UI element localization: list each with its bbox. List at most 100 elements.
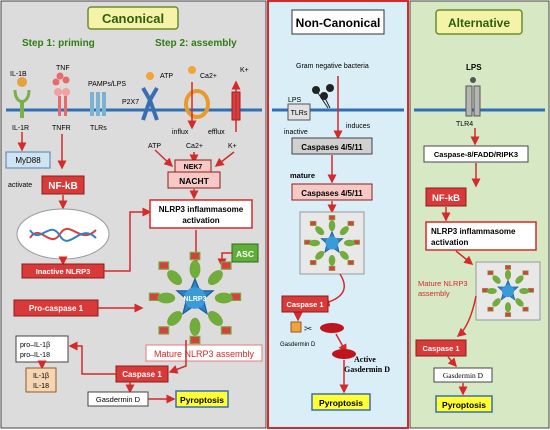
- myd88-box: [5, 151, 51, 169]
- nacht-label: NACHT: [179, 176, 210, 186]
- il1r-label: IL-1R: [12, 125, 29, 132]
- tnf-label: TNF: [56, 65, 70, 72]
- tnfr-receptor: [52, 72, 70, 116]
- noncanonical-title-box: [291, 9, 385, 35]
- pro-il-1b: pro–IL-1β: [20, 342, 50, 349]
- caspases-inactive-label: Caspases 4/5/11: [301, 143, 363, 152]
- ca-top-label: Ca2+: [200, 73, 217, 80]
- nlrp3-activation-box: [149, 199, 253, 229]
- pyroptosis-label: Pyroptosis: [180, 395, 224, 405]
- nacht-box: [167, 171, 221, 189]
- pyroptosis-alt-box: [435, 395, 493, 413]
- pro-il-box: [15, 335, 69, 363]
- lps-alternative-label: LPS: [466, 63, 482, 72]
- atp-bottom-label: ATP: [148, 143, 161, 150]
- tlr4-receptor: [465, 77, 481, 117]
- atp-top-label: ATP: [160, 73, 173, 80]
- noncanonical-inflammasome-icon: [304, 215, 360, 271]
- dna-icon: [29, 227, 97, 242]
- mature-alt-line2: assembly: [418, 289, 450, 298]
- alternative-title-box: [435, 9, 523, 35]
- mature-alt-line1: Mature NLRP3: [418, 279, 468, 288]
- nlrp3-activation-line1: NLRP3 inflammasome: [159, 205, 244, 214]
- induces-label: induces: [346, 123, 371, 130]
- caspase1-noncanonical-box: [281, 295, 329, 313]
- il-mature-box: [25, 367, 57, 393]
- mature-nlrp3-box: [145, 344, 263, 362]
- potassium-channel: [231, 80, 241, 132]
- gasdermin-noncanonical-label: Gasdermin D: [280, 342, 316, 348]
- alternative-inflammasome-icon: [481, 264, 535, 318]
- caspase1-noncanonical-label: Caspase 1: [286, 300, 323, 309]
- nucleus: [16, 208, 110, 260]
- mature-label: mature: [290, 171, 315, 180]
- asc-label: ASC: [236, 249, 254, 259]
- nek7-label: NEK7: [184, 164, 203, 171]
- caspase1-label: Caspase 1: [122, 370, 162, 379]
- calcium-channel: [184, 66, 210, 130]
- efflux-label: efflux: [208, 129, 225, 136]
- tlr4-label: TLR4: [456, 121, 473, 128]
- bacteria-lps-icon: [312, 84, 334, 109]
- pyroptosis-box: [175, 390, 229, 408]
- caspase1-alt-box: [415, 339, 467, 357]
- caspases-mature-box: [291, 183, 373, 201]
- gasdermin-label: Gasdermin D: [96, 395, 141, 404]
- nlrp3-activation-alt-line1: NLRP3 inflammasome: [431, 227, 516, 236]
- nlrp3-activation-alt-line2: activation: [431, 238, 468, 247]
- caspase1-alt-label: Caspase 1: [422, 344, 459, 353]
- nfkb-box: [41, 175, 85, 195]
- tnfr-label: TNFR: [52, 125, 71, 132]
- tlrs-receptor: [90, 92, 106, 116]
- step1-label: Step 1: priming: [22, 38, 95, 49]
- alternative-title: Alternative: [448, 16, 510, 30]
- svg-text:✂: ✂: [304, 324, 312, 335]
- pyroptosis-noncanonical-label: Pyroptosis: [319, 398, 363, 408]
- il1r-receptor: [13, 77, 31, 118]
- gasdermin-cleavage-icon: ✂: [290, 321, 344, 335]
- caspase8-box: [423, 145, 529, 163]
- inactive-nlrp3-label: Inactive NLRP3: [36, 267, 91, 276]
- k-top-label: K+: [240, 67, 249, 74]
- bacteria-label: Gram negative bacteria: [296, 63, 369, 70]
- lps-noncanonical-label: LPS: [288, 97, 302, 104]
- tlrs-label: TLRs: [90, 125, 107, 132]
- step2-label: Step 2: assembly: [155, 38, 237, 49]
- active-gasdermin-line1: Active: [354, 355, 376, 364]
- il-1b: IL-1β: [33, 373, 49, 380]
- pro-caspase1-label: Pro-caspase 1: [29, 304, 84, 313]
- canonical-title-box: [87, 6, 179, 30]
- activate-label: activate: [8, 182, 32, 189]
- pamps-label: PAMPs/LPS: [88, 81, 126, 88]
- alternative-panel: [409, 0, 550, 429]
- caspase8-label: Caspase-8/FADD/RIPK3: [434, 150, 518, 159]
- canonical-title: Canonical: [102, 11, 164, 26]
- influx-label: influx: [172, 129, 189, 136]
- ca-bottom-label: Ca2+: [186, 143, 203, 150]
- mature-nlrp3-label: Mature NLRP3 assembly: [154, 349, 255, 359]
- nlrp3-activation-line2: activation: [182, 216, 219, 225]
- active-gasdermin-line2: Gasdermin D: [344, 365, 390, 374]
- active-gasdermin-icon: [332, 349, 356, 359]
- noncanonical-title: Non-Canonical: [296, 16, 381, 30]
- tlrs-noncanonical-box: [287, 103, 311, 121]
- p2x7-channel: [141, 72, 159, 121]
- pro-il-18: pro–IL-18: [20, 352, 50, 359]
- nfkb-alternative-box: [425, 187, 467, 207]
- nlrp3-center-label: NLRP3: [184, 296, 207, 303]
- caspases-inactive-box: [291, 137, 373, 155]
- il-18: IL-18: [33, 383, 49, 390]
- tlrs-noncanonical-label: TLRs: [291, 110, 308, 117]
- p2x7-label: P2X7: [122, 99, 139, 106]
- nlrp3-activation-alt-box: [425, 221, 537, 251]
- pyroptosis-noncanonical-box: [311, 393, 371, 411]
- nfkb-alternative-label: NF-kB: [432, 193, 460, 204]
- k-bottom-label: K+: [228, 143, 237, 150]
- il1b-label: IL-1B: [10, 71, 27, 78]
- nfkb-label: NF-kB: [48, 181, 77, 192]
- pyroptosis-alt-label: Pyroptosis: [442, 400, 486, 410]
- gasdermin-alt-box: [433, 367, 493, 383]
- gasdermin-alt-label: Gasdermin D: [443, 371, 484, 380]
- caspases-mature-label: Caspases 4/5/11: [301, 189, 363, 198]
